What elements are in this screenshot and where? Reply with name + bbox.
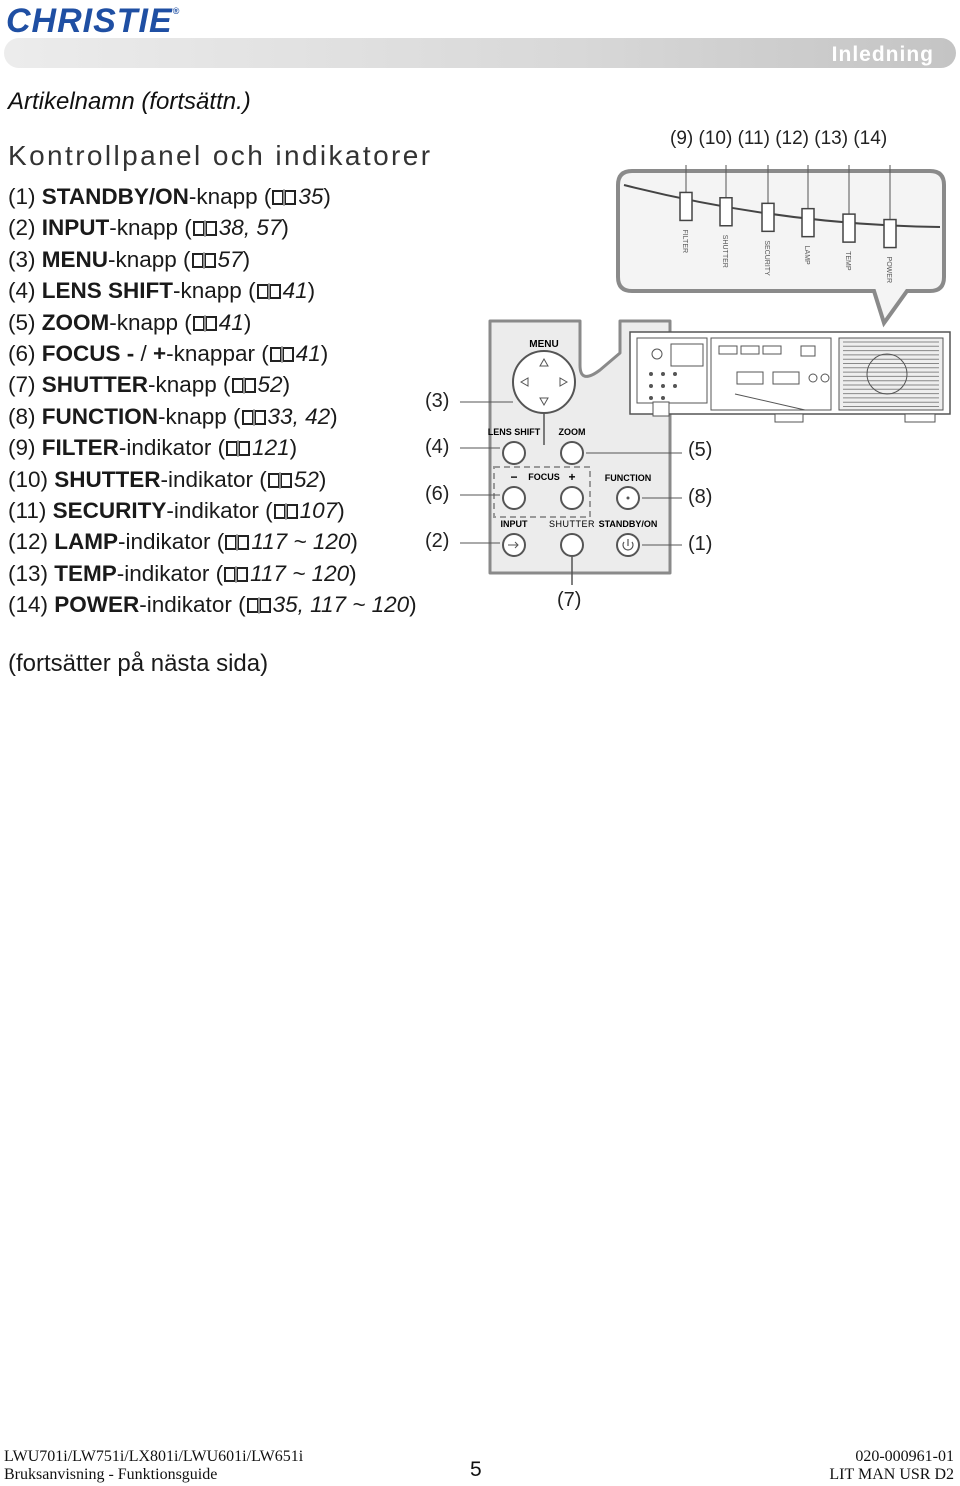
indicator-label: SHUTTER	[721, 235, 728, 268]
article-title: Artikelnamn (fortsättn.)	[8, 88, 251, 115]
projector-rear-view	[629, 331, 951, 423]
indicator-label: TEMP	[844, 251, 851, 271]
section-label: Inledning	[831, 43, 934, 66]
shutter-button[interactable]	[560, 533, 584, 557]
vent-grille	[838, 337, 944, 411]
manual-book-icon	[192, 315, 217, 332]
callout-5: (5)	[688, 439, 713, 461]
focus-plus-button[interactable]	[560, 486, 584, 510]
standby-label: STANDBY/ON	[599, 519, 658, 529]
list-item: (3) MENU-knapp (57)	[8, 246, 251, 272]
arrow-right-icon	[559, 377, 569, 387]
menu-label: MENU	[529, 339, 558, 350]
manual-book-icon	[269, 346, 294, 363]
section-bar	[4, 38, 956, 68]
power-icon	[622, 539, 634, 551]
input-label: INPUT	[501, 519, 529, 529]
manual-book-icon	[225, 534, 250, 551]
list-item: (8) FUNCTION-knapp (33, 42)	[8, 403, 338, 429]
list-item: (7) SHUTTER-knapp (52)	[8, 372, 291, 398]
manual-book-icon	[241, 409, 266, 426]
lens-shift-button[interactable]	[502, 441, 526, 465]
footer-guide: Bruksanvisning - Funktionsguide	[4, 1466, 218, 1483]
continued-note: (fortsätter på nästa sida)	[8, 650, 269, 677]
christie-logo: CHRISTIE®	[6, 2, 181, 40]
callout-8: (8)	[688, 486, 713, 508]
control-panel-diagram: MENU LENS SHIFT ZOOM − FOCUS + FUNCTION …	[460, 319, 682, 585]
input-icon	[508, 541, 519, 549]
list-item: (9) FILTER-indikator (121)	[8, 435, 298, 461]
manual-book-icon	[246, 597, 271, 614]
manual-book-icon	[272, 189, 297, 206]
focus-label: FOCUS	[528, 472, 560, 482]
list-item: (14) POWER-indikator (35, 117 ~ 120)	[8, 592, 417, 618]
manual-book-icon	[267, 472, 292, 489]
manual-book-icon	[226, 440, 251, 457]
list-item: (2) INPUT-knapp (38, 57)	[8, 215, 289, 241]
list-item: (13) TEMP-indikator (117 ~ 120)	[8, 560, 357, 586]
indicator-lamp-security	[761, 202, 775, 233]
focus-minus-button[interactable]	[502, 486, 526, 510]
arrow-down-icon	[539, 397, 549, 407]
footer-models: LWU701i/LW751i/LX801i/LWU601i/LW651i	[4, 1448, 304, 1465]
manual-book-icon	[256, 283, 281, 300]
focus-group	[493, 466, 591, 518]
callout-3: (3)	[425, 390, 450, 412]
svg-text:−: −	[510, 470, 517, 484]
footer-right: 020-000961-01 LIT MAN USR D2	[829, 1448, 954, 1484]
callout-4: (4)	[425, 436, 450, 458]
list-item: (1) STANDBY/ON-knapp (35)	[8, 184, 331, 209]
list-item: (5) ZOOM-knapp (41)	[8, 309, 252, 335]
indicator-bubble	[616, 169, 946, 328]
svg-text:+: +	[568, 470, 575, 484]
list-item: (4) LENS SHIFT-knapp (41)	[8, 278, 316, 304]
indicator-callouts: (9) (10) (11) (12) (13) (14)	[670, 128, 888, 149]
indicator-lamp-lamp	[801, 207, 815, 238]
list-item: (12) LAMP-indikator (117 ~ 120)	[8, 529, 358, 555]
indicator-lamp-temp	[842, 213, 856, 243]
indicator-curve	[623, 184, 941, 228]
footer-doc-number: 020-000961-01	[855, 1448, 954, 1465]
manual-book-icon	[273, 503, 298, 520]
menu-button[interactable]	[512, 350, 576, 414]
indicator-lamp-filter	[679, 191, 693, 222]
page-number: 5	[470, 1458, 482, 1481]
section-heading: Kontrollpanel och indikatorer	[8, 140, 433, 171]
indicator-lamp-power	[883, 218, 897, 249]
footer-left: LWU701i/LW751i/LX801i/LWU601i/LW651i Bru…	[4, 1448, 303, 1484]
callout-1: (1)	[688, 533, 713, 555]
list-item: (11) SECURITY-indikator (107)	[8, 498, 345, 523]
indicator-lamp-shutter	[719, 197, 733, 227]
arrow-left-icon	[519, 377, 529, 387]
manual-book-icon	[231, 377, 256, 394]
indicator-label: FILTER	[681, 229, 688, 253]
manual-book-icon	[192, 220, 217, 237]
lens-shift-label: LENS SHIFT	[488, 427, 541, 437]
indicator-diagram: FILTER SHUTTER SECURITY LAMP TEMP POWER	[616, 165, 946, 328]
manual-book-icon	[191, 252, 216, 269]
callout-2: (2)	[425, 530, 450, 552]
list-item: (10) SHUTTER-indikator (52)	[8, 466, 327, 492]
callout-6: (6)	[425, 483, 450, 505]
zoom-button[interactable]	[560, 441, 584, 465]
arrow-up-icon	[539, 357, 549, 367]
manual-book-icon	[224, 566, 249, 583]
list-item: (6) FOCUS - / +-knappar (41)	[8, 341, 329, 366]
function-label: FUNCTION	[605, 473, 652, 483]
indicator-label: LAMP	[803, 246, 810, 265]
zoom-label: ZOOM	[559, 427, 586, 437]
connector-panel	[710, 337, 832, 411]
footer-doc-code: LIT MAN USR D2	[829, 1466, 954, 1483]
indicator-label: POWER	[885, 257, 892, 283]
callout-7: (7)	[557, 589, 582, 611]
shutter-label: SHUTTER	[549, 519, 595, 529]
indicator-label: SECURITY	[763, 240, 770, 276]
